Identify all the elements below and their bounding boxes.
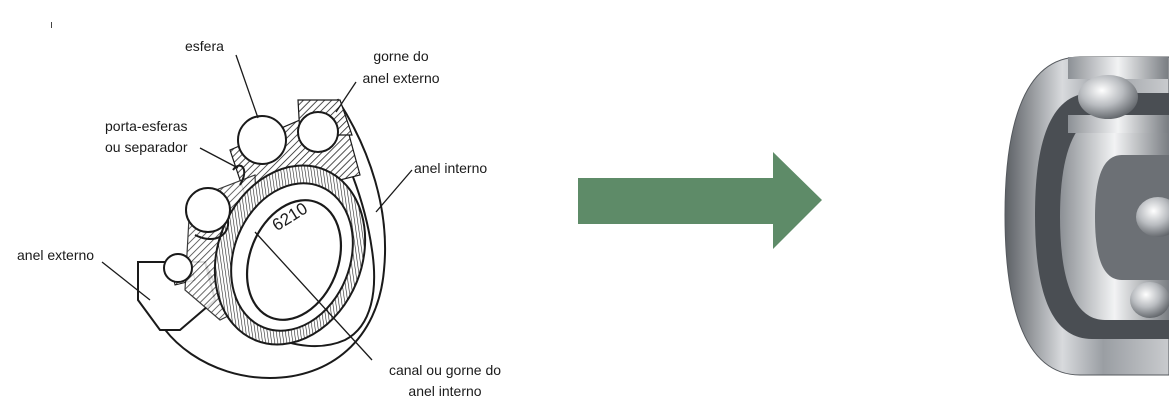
label-porta-esferas-line1: porta-esferas (105, 118, 188, 134)
ball-bearing-photo (1004, 56, 1169, 376)
ball-left (185, 187, 231, 233)
bearing-cutaway-drawing: 6210 (101, 54, 413, 380)
label-esfera: esfera (185, 38, 224, 54)
label-gorne-externo-line2: anel externo (362, 70, 440, 86)
label-canal-line2: anel interno (408, 383, 482, 399)
inner-ring-bore (245, 199, 343, 321)
label-gorne-externo-line1: gorne do (373, 48, 429, 64)
ball-upper-right (297, 111, 339, 153)
label-porta-esferas-line2: ou separador (105, 139, 188, 155)
stray-mark (51, 22, 52, 28)
label-canal-line1: canal ou gorne do (388, 362, 502, 378)
ball-lower (163, 253, 193, 283)
label-anel-externo: anel externo (17, 247, 95, 263)
ball-top (237, 115, 287, 165)
right-arrow-icon (578, 152, 822, 249)
label-anel-interno: anel interno (414, 160, 488, 176)
